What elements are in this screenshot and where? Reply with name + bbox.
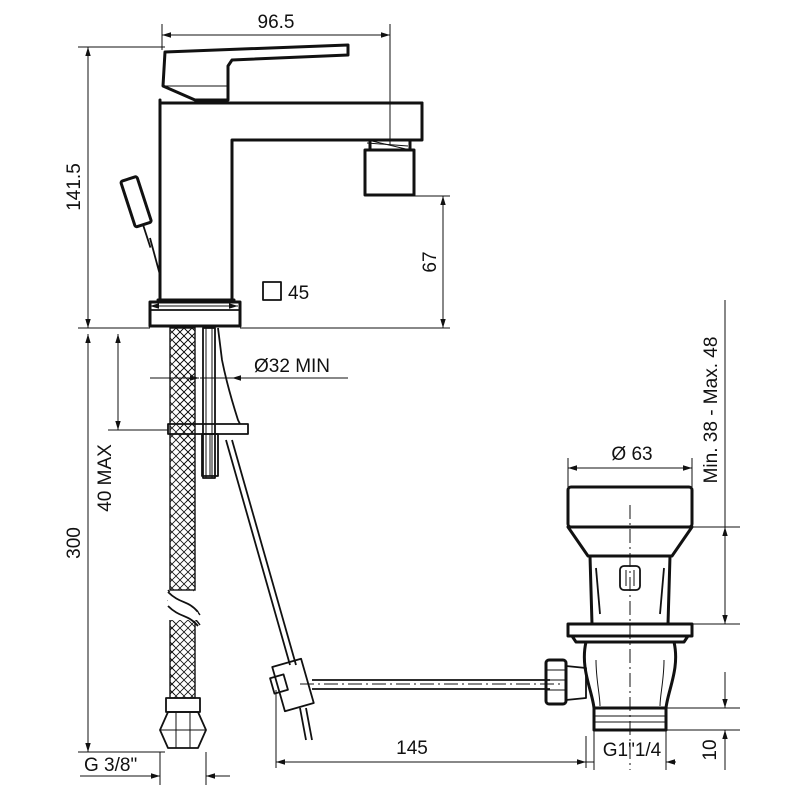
dim-diameter-63: Ø 63: [611, 444, 652, 465]
dim-height-1415: 141.5: [64, 163, 85, 211]
under-deck-assembly: [159, 327, 560, 749]
dim-thread-g114: G1"1/4: [603, 740, 662, 761]
lift-rod: [119, 175, 153, 248]
dim-hole-32: Ø32 MIN: [254, 356, 330, 377]
dim-thickness-40: 40 MAX: [95, 444, 116, 512]
dim-height-10: 10: [700, 739, 721, 760]
dim-width-965: 96.5: [258, 12, 295, 33]
dim-range-38-48: Min. 38 - Max. 48: [701, 337, 722, 484]
dim-length-145: 145: [396, 738, 428, 759]
dim-height-67: 67: [420, 251, 441, 272]
dim-hose-300: 300: [64, 527, 85, 559]
dim-square-45: 45: [288, 283, 309, 304]
dimension-lines: [78, 24, 740, 785]
faucet-body: [119, 43, 424, 328]
dim-connection-g38: G 3/8": [84, 755, 137, 776]
pop-up-waste: [544, 485, 694, 770]
